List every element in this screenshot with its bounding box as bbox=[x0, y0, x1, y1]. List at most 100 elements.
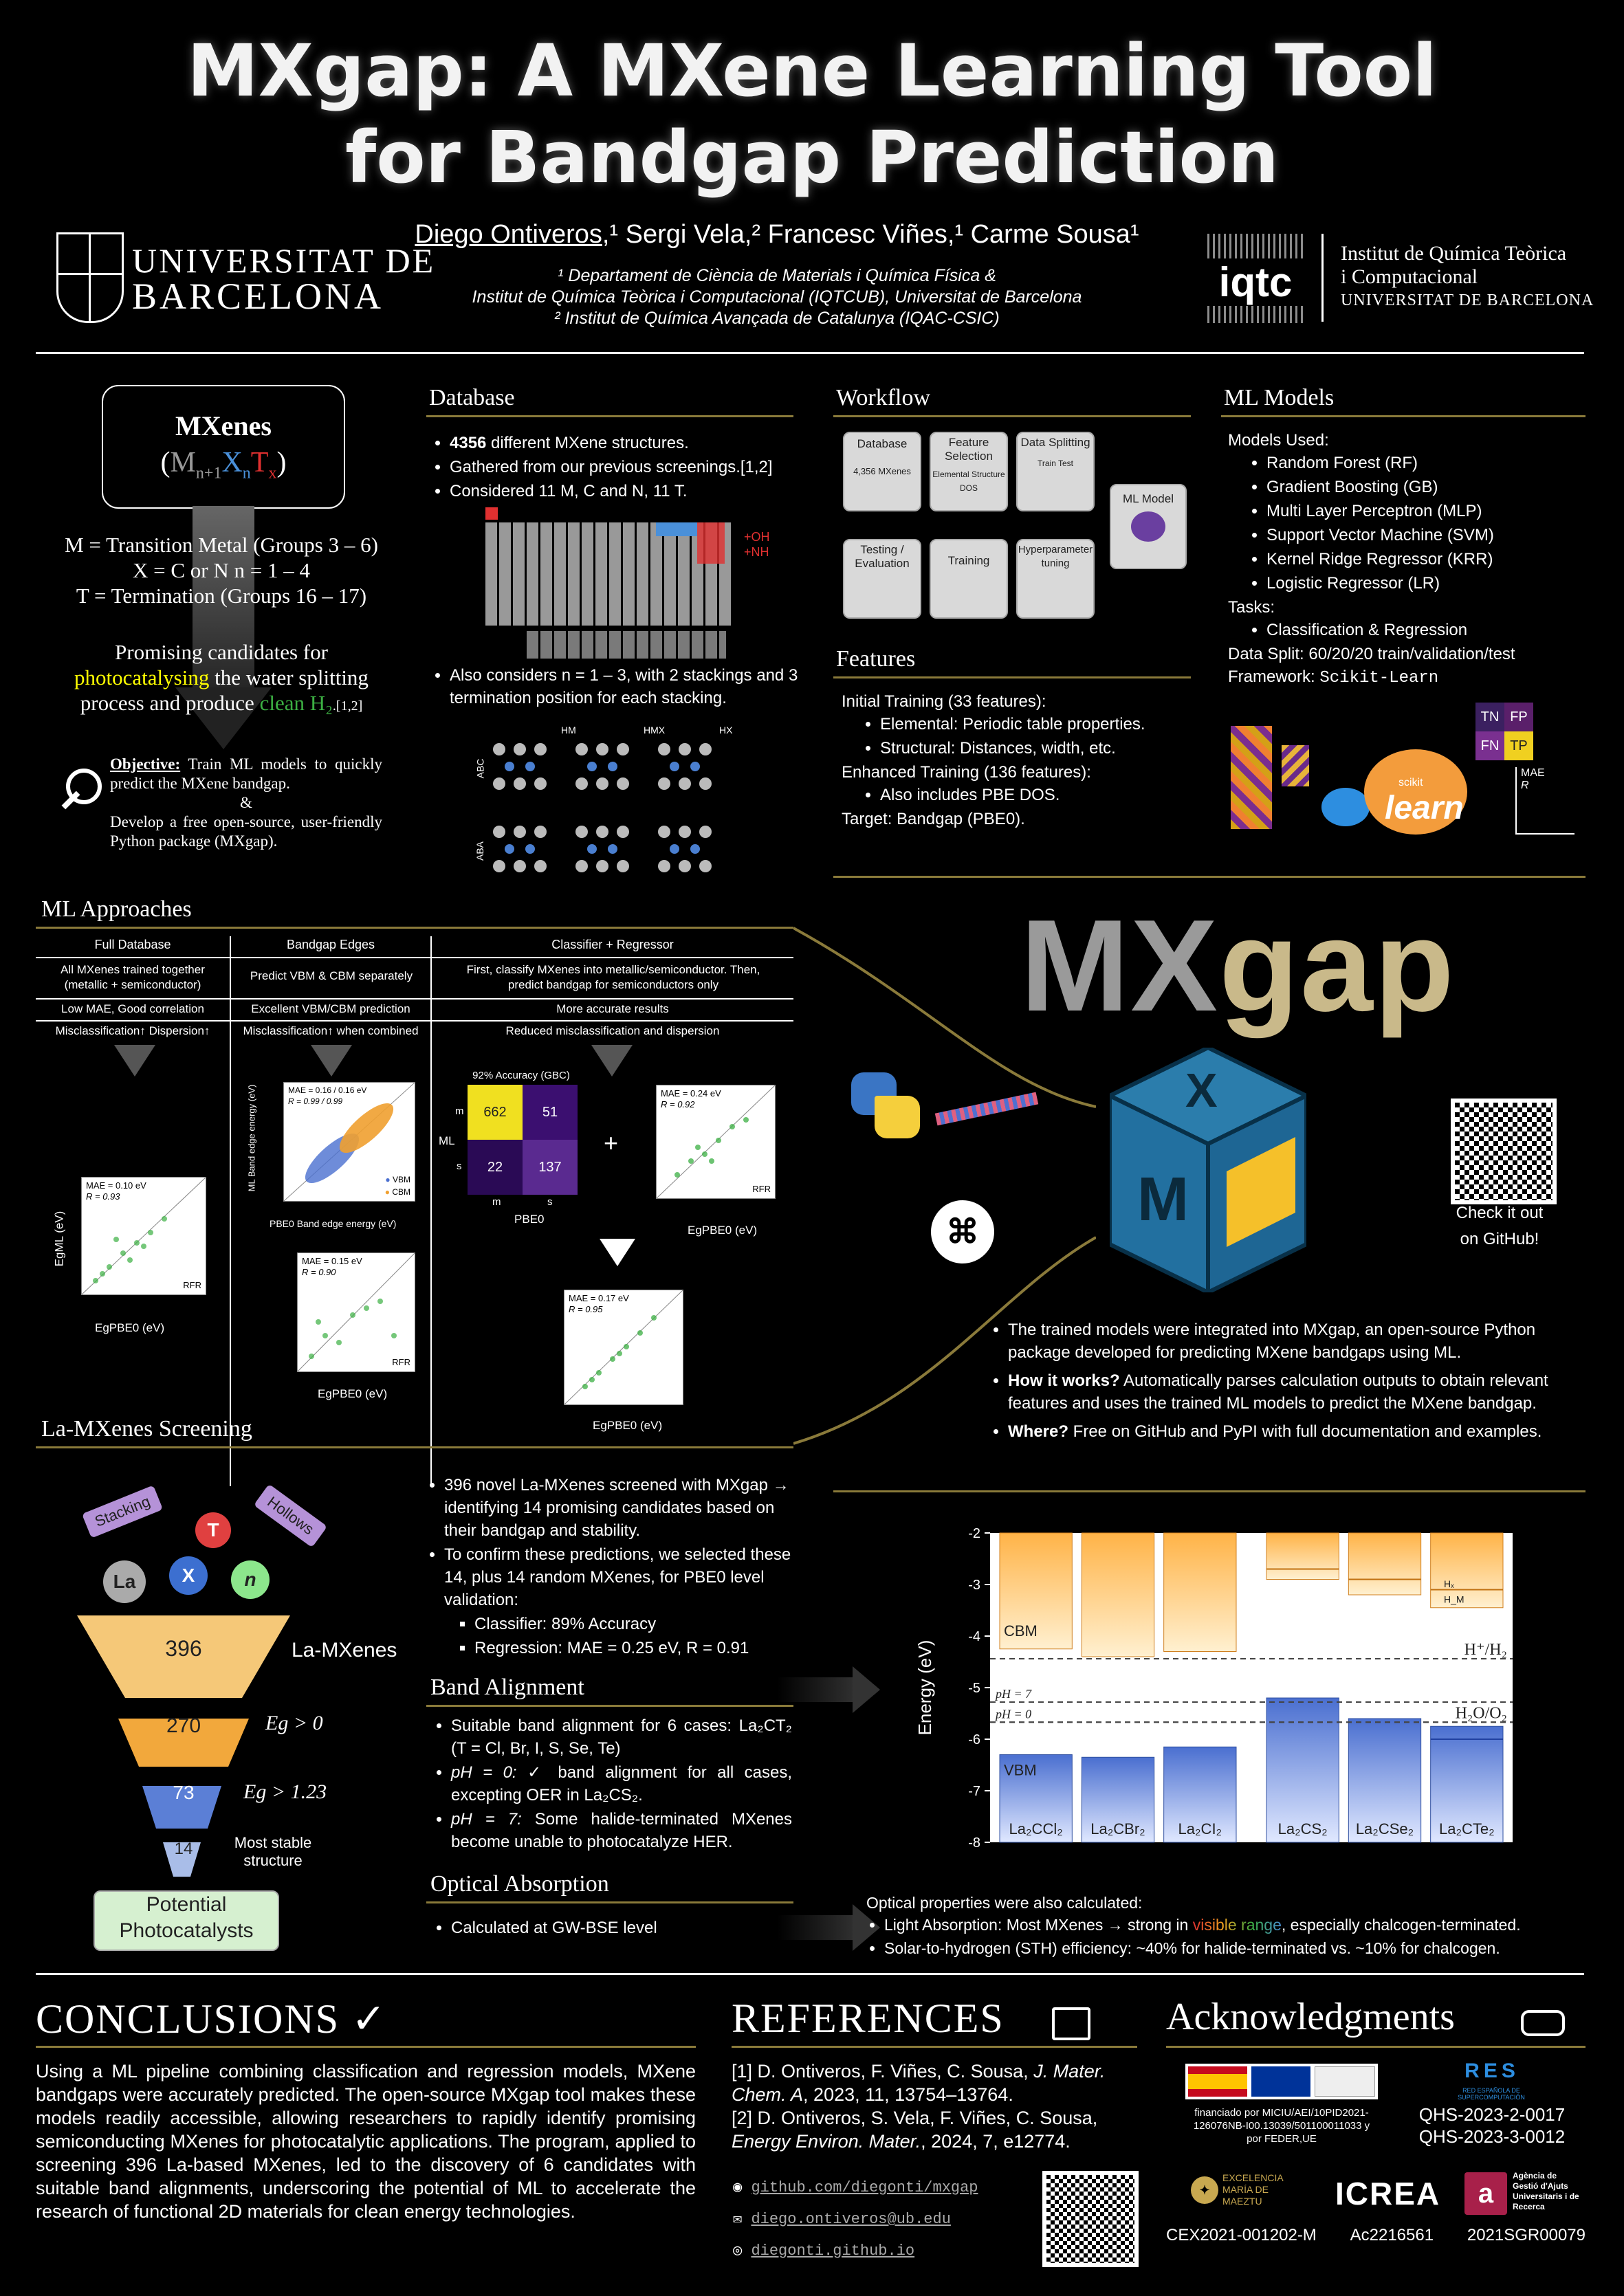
chart-plot-area bbox=[990, 1533, 1513, 1842]
scatter-5-svg bbox=[564, 1290, 683, 1404]
p3-xlabel: EgPBE0 (eV) bbox=[318, 1387, 388, 1400]
periodic-table-icon bbox=[485, 507, 740, 659]
p2-ylabel: ML Band edge energy (eV) bbox=[246, 1084, 257, 1192]
p2-xlabel: PBE0 Band edge energy (eV) bbox=[270, 1218, 397, 1229]
ub-name-line2: BARCELONA bbox=[132, 276, 384, 317]
features-heading: Features bbox=[836, 646, 916, 672]
cm-col-m: m bbox=[492, 1196, 501, 1208]
iqtc-divider bbox=[1321, 234, 1324, 322]
magnifier-icon bbox=[66, 769, 102, 804]
category-label: La₂CI₂ bbox=[1178, 1820, 1222, 1837]
band-bullet-1: Suitable band alignment for 6 cases: La₂… bbox=[451, 1714, 792, 1760]
mxenes-formula: (Mn+1XnTx) bbox=[160, 447, 287, 483]
approaches-heading: ML Approaches bbox=[41, 896, 192, 922]
ref1-authors: [1] D. Ontiveros, F. Viñes, C. Sousa, bbox=[732, 2061, 1034, 2082]
github-link[interactable]: github.com/diegonti/mxgap bbox=[751, 2179, 978, 2196]
title-line-2: for Bandgap Prediction bbox=[344, 115, 1280, 199]
qhs-1: QHS-2023-2-0017 bbox=[1418, 2104, 1566, 2125]
brain-icon bbox=[1131, 511, 1165, 542]
vbm-bar bbox=[1430, 1725, 1504, 1843]
p1-ylabel: EgML (eV) bbox=[52, 1211, 66, 1267]
mxenes-definitions: M = Transition Metal (Groups 3 – 6) X = … bbox=[36, 532, 407, 608]
email-link[interactable]: diego.ontiveros@ub.edu bbox=[751, 2211, 951, 2228]
band-bullets: Suitable band alignment for 6 cases: La₂… bbox=[433, 1714, 792, 1855]
database-bullet-2: Gathered from our previous screenings.[1… bbox=[450, 456, 803, 478]
database-bullet-4: Also considers n = 1 – 3, with 2 stackin… bbox=[432, 664, 803, 711]
optical-arrow-head bbox=[853, 1904, 880, 1951]
band-arrow-icon bbox=[777, 1677, 859, 1702]
res-logo: RES bbox=[1464, 2060, 1519, 2082]
cm-ylabel: ML bbox=[439, 1134, 455, 1147]
eg-gt-123: Eg > 1.23 bbox=[243, 1780, 327, 1803]
cm-col-s: s bbox=[547, 1196, 553, 1208]
objective-amp: & bbox=[240, 794, 252, 811]
y-tick-label: -7 bbox=[968, 1784, 980, 1799]
ref2-authors: [2] D. Ontiveros, S. Vela, F. Viñes, C. … bbox=[732, 2108, 1098, 2128]
optical-heading: Optical Absorption bbox=[430, 1871, 609, 1897]
fp-cell: FP bbox=[1504, 703, 1533, 731]
band-arrow-head bbox=[853, 1666, 880, 1713]
col-full-database: Full Database bbox=[94, 938, 171, 951]
qhs-codes: QHS-2023-2-0017 QHS-2023-3-0012 bbox=[1409, 2104, 1574, 2148]
optical-underline bbox=[426, 1901, 793, 1903]
res-subtitle: RED ESPAÑOLA DE SUPERCOMPUTACIÓN bbox=[1458, 2087, 1525, 2101]
stacking-structures-svg bbox=[493, 743, 712, 872]
model-item: Multi Layer Perceptron (MLP) bbox=[1266, 500, 1585, 522]
screening-bullet-1: 396 novel La-MXenes screened with MXgap … bbox=[444, 1474, 793, 1542]
t-ball: T bbox=[195, 1512, 231, 1548]
vbm-bar bbox=[1163, 1746, 1237, 1843]
p1-r: R = 0.93 bbox=[86, 1191, 120, 1202]
row3-edges: Misclassification↑ when combined bbox=[243, 1024, 419, 1037]
features-target: Target: Bandgap (PBE0). bbox=[842, 810, 1025, 828]
band-heading: Band Alignment bbox=[430, 1675, 584, 1700]
scatter-band-edges: MAE = 0.16 / 0.16 eV R = 0.99 / 0.99 ● V… bbox=[283, 1082, 415, 1202]
mxenes-promise: Promising candidates for photocatalysing… bbox=[36, 639, 407, 719]
mail-icon: ✉ bbox=[733, 2211, 743, 2228]
arrow-down-icon bbox=[591, 1045, 633, 1077]
reference-line-label: H₂O/O₂ bbox=[1456, 1704, 1507, 1722]
mxenes-box: MXenes (Mn+1XnTx) bbox=[102, 385, 345, 509]
mxgap-bullet-1: The trained models were integrated into … bbox=[1008, 1318, 1588, 1364]
row1-full: All MXenes trained together (metallic + … bbox=[61, 963, 205, 991]
affiliation-1: ¹ Departament de Ciència de Materials i … bbox=[558, 266, 996, 285]
workflow-training-label: Training bbox=[947, 554, 990, 567]
p2-mae: MAE = 0.16 / 0.16 eV bbox=[288, 1085, 367, 1095]
model-item: Random Forest (RF) bbox=[1266, 452, 1585, 474]
features-underline bbox=[833, 676, 1191, 678]
p3-mae: MAE = 0.15 eV bbox=[302, 1256, 362, 1266]
mxgap-b3-text: Free on GitHub and PyPI with full docume… bbox=[1068, 1422, 1542, 1441]
scatter-2-svg bbox=[284, 1083, 415, 1201]
la-ball: La bbox=[103, 1560, 146, 1603]
stable-line-1: Most stable bbox=[234, 1834, 312, 1851]
spain-flag-icon bbox=[1188, 2066, 1247, 2097]
band-ph0: pH = 0: bbox=[451, 1763, 517, 1782]
optical-bullet-1: Calculated at GW-BSE level bbox=[451, 1917, 792, 1939]
hx-label: Hₓ bbox=[1444, 1578, 1454, 1589]
iqtc-mark: iqtc bbox=[1207, 258, 1304, 306]
p1-tag: RFR bbox=[183, 1280, 201, 1290]
cube-m: M bbox=[1137, 1165, 1189, 1234]
github-qr-code[interactable] bbox=[1451, 1099, 1557, 1204]
p2-vbm: VBM bbox=[392, 1175, 410, 1184]
mxgap-bullet-3: Where? Free on GitHub and PyPI with full… bbox=[1008, 1420, 1588, 1443]
workflow-testing-label: Testing / Evaluation bbox=[855, 543, 910, 570]
upper-right-divider bbox=[833, 876, 1585, 878]
mxenes-title: MXenes bbox=[175, 410, 272, 441]
workflow-training: Training bbox=[930, 539, 1008, 619]
scatter-3-svg bbox=[298, 1253, 415, 1371]
web-link[interactable]: diegonti.github.io bbox=[751, 2242, 915, 2260]
promise-ref: .[1,2] bbox=[332, 698, 363, 714]
conclusions-underline bbox=[36, 2046, 696, 2048]
model-item: Support Vector Machine (SVM) bbox=[1266, 524, 1585, 547]
conclusions-text: Using a ML pipeline combining classifica… bbox=[36, 2061, 696, 2222]
ml-models-list: Models Used: Random Forest (RF) Gradient… bbox=[1228, 429, 1585, 689]
band-b3-text: Some halide-terminated MXenes become una… bbox=[451, 1810, 793, 1851]
count-396: 396 bbox=[165, 1636, 202, 1661]
y-tick-label: -4 bbox=[968, 1629, 980, 1644]
reference-line-label: H⁺/H₂ bbox=[1464, 1641, 1507, 1659]
la-mxenes-label: La-MXenes bbox=[292, 1639, 397, 1662]
database-bullet-3: Considered 11 M, C and N, 11 T. bbox=[450, 480, 803, 503]
references-qr-code[interactable] bbox=[1042, 2171, 1139, 2267]
regression-mini-plot: MAE R bbox=[1515, 767, 1574, 835]
col-bandgap-edges: Bandgap Edges bbox=[286, 938, 375, 951]
